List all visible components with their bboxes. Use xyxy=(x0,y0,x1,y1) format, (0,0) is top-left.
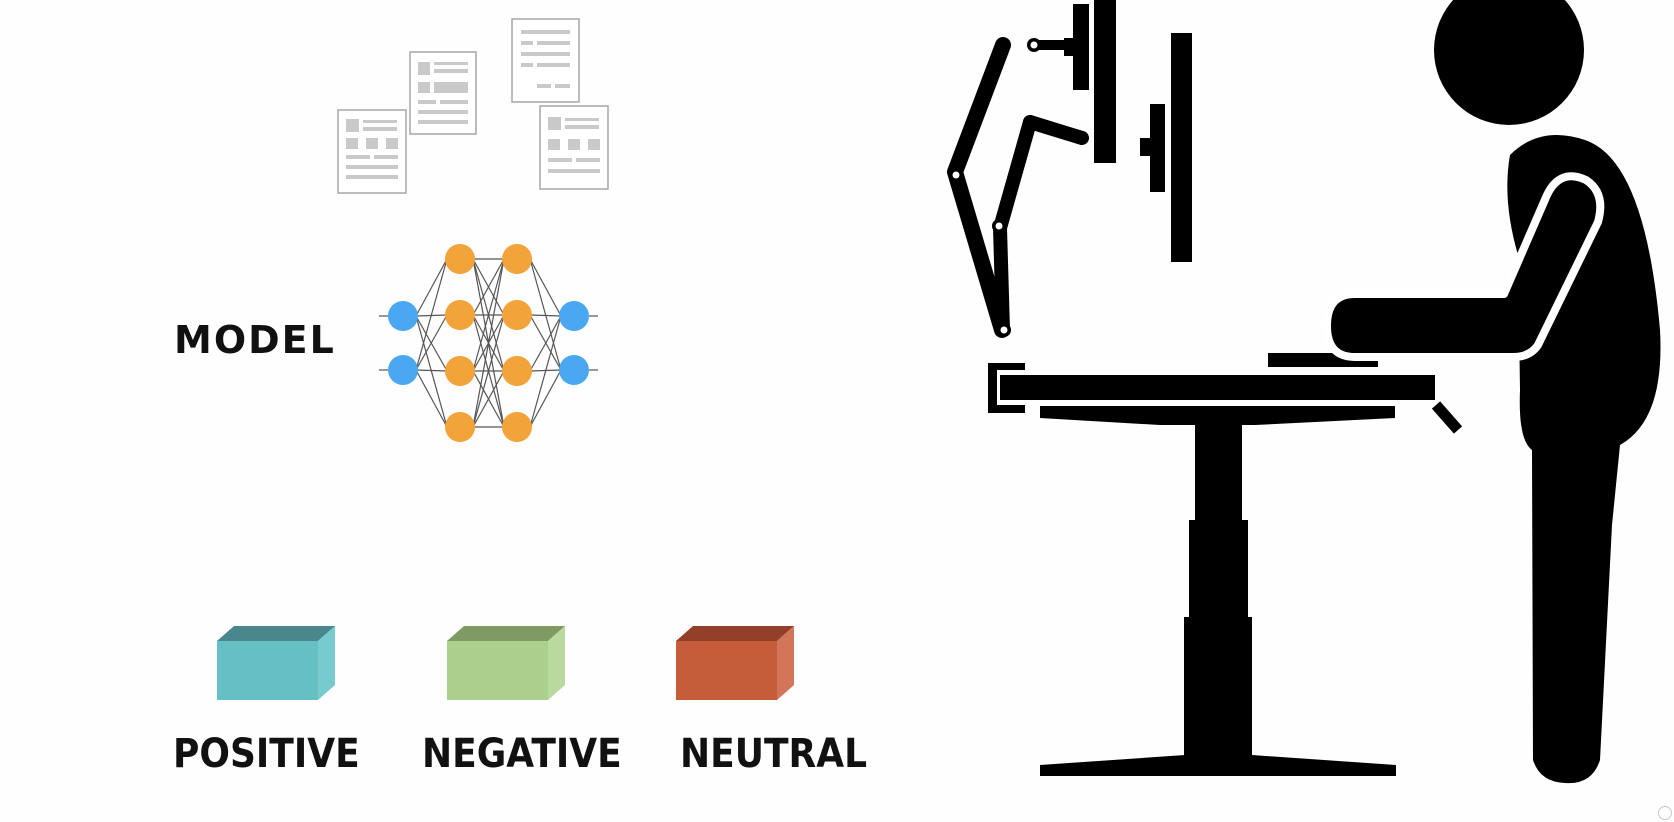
network-node-input xyxy=(388,355,418,385)
network-edge xyxy=(529,258,562,371)
corner-badge-icon xyxy=(1658,806,1672,820)
network-edge xyxy=(529,315,562,428)
network-edge xyxy=(415,369,448,372)
neural-network-edges xyxy=(379,258,598,428)
network-edge xyxy=(529,369,562,428)
network-node-hidden xyxy=(445,300,475,330)
person-icon xyxy=(1323,0,1661,784)
model-label: MODEL xyxy=(174,318,336,362)
neural-network-diagram xyxy=(379,244,598,442)
standing-desk-person-icon xyxy=(947,0,1661,784)
network-edge xyxy=(415,315,448,428)
network-edge xyxy=(472,314,505,428)
network-edge xyxy=(529,315,562,372)
network-edge xyxy=(415,258,448,317)
network-node-output xyxy=(559,355,589,385)
network-node-hidden xyxy=(445,244,475,274)
category-boxes xyxy=(217,626,794,700)
monitor-arm-icon xyxy=(947,37,1089,338)
document-icon xyxy=(539,105,609,190)
positive-box-icon xyxy=(217,626,335,700)
document-icon xyxy=(337,109,407,194)
network-edge xyxy=(529,258,562,317)
monitor-icon xyxy=(1064,0,1116,163)
network-node-hidden xyxy=(502,244,532,274)
desk-icon xyxy=(1000,353,1463,776)
network-edge xyxy=(472,258,505,372)
network-node-hidden xyxy=(445,412,475,442)
document-icon xyxy=(511,18,580,103)
network-edge xyxy=(472,370,505,428)
network-node-hidden xyxy=(445,356,475,386)
network-edge xyxy=(415,258,448,371)
negative-box-icon xyxy=(447,626,565,700)
network-edge xyxy=(472,258,505,316)
category-label-neutral: NEUTRAL xyxy=(680,731,868,777)
network-edge xyxy=(415,314,448,371)
network-node-output xyxy=(559,301,589,331)
neural-network-nodes xyxy=(388,244,589,442)
network-edge xyxy=(415,369,448,428)
network-edge xyxy=(529,314,562,317)
network-edge xyxy=(472,258,505,428)
category-label-negative: NEGATIVE xyxy=(422,731,622,777)
neutral-box-icon xyxy=(676,626,794,700)
network-node-hidden xyxy=(502,356,532,386)
network-node-hidden xyxy=(502,300,532,330)
category-label-positive: POSITIVE xyxy=(173,731,360,777)
network-node-hidden xyxy=(502,412,532,442)
document-icon xyxy=(409,51,477,135)
monitor-icon xyxy=(1140,33,1192,262)
documents-group xyxy=(337,18,609,194)
network-node-input xyxy=(388,301,418,331)
